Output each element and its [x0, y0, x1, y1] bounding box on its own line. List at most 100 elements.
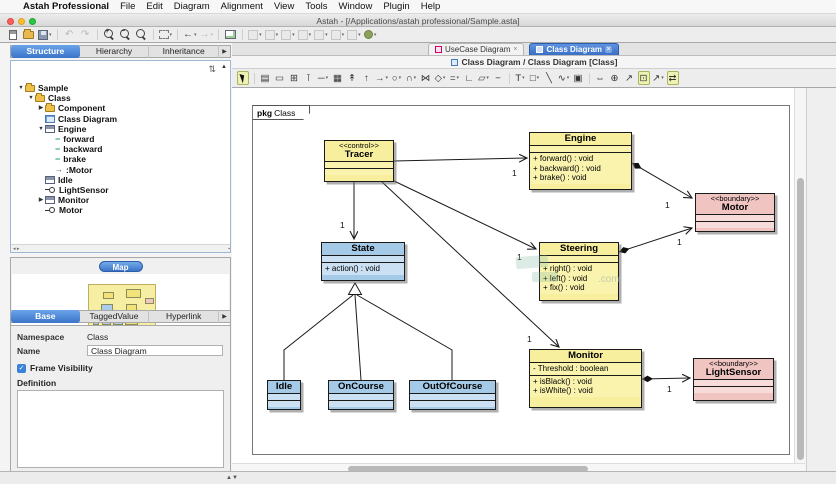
tree-item-motor[interactable]: Motor [13, 205, 222, 215]
usecase-icon[interactable]: ∩▾ [405, 72, 417, 84]
prop-tab-taggedvalue[interactable]: TaggedValue [80, 310, 150, 323]
image-icon[interactable]: ▣ [573, 72, 583, 84]
table-icon[interactable]: ▦ [333, 72, 342, 84]
name-input[interactable]: Class Diagram [87, 345, 223, 356]
selection-area-icon[interactable]: ▾ [158, 28, 172, 41]
rect-icon[interactable]: □▾ [529, 72, 540, 84]
anchor-icon[interactable]: − [495, 72, 501, 84]
tab-inheritance[interactable]: Inheritance [149, 45, 220, 58]
note-icon[interactable]: ▱▾ [478, 72, 489, 84]
package-icon[interactable]: ▭ [275, 72, 284, 84]
model-icon[interactable]: ⊞ [290, 72, 298, 84]
tab-overflow-arrow[interactable]: ▶ [222, 49, 227, 55]
jump-icon[interactable]: ↗ [625, 72, 633, 84]
class-icon[interactable]: ▤ [260, 72, 270, 84]
uml-class-monitor[interactable]: Monitor- Threshold : boolean+ isBlack() … [529, 349, 642, 408]
tab-structure[interactable]: Structure [11, 45, 80, 58]
canvas-vertical-scrollbar[interactable] [794, 88, 805, 463]
tree-item-motor[interactable]: →:Motor [55, 164, 93, 175]
angle-icon[interactable]: ∟ [464, 72, 474, 84]
redo-icon[interactable]: ↷ [80, 29, 90, 40]
menu-tools[interactable]: Tools [305, 1, 328, 12]
tree-item-component[interactable]: ▶Component [38, 103, 106, 114]
line-icon[interactable]: ╲ [546, 72, 552, 84]
menu-window[interactable]: Window [338, 1, 373, 12]
dependency-icon[interactable]: →▾ [375, 72, 389, 84]
pin-icon[interactable]: ⊺ [306, 72, 311, 84]
tab-hierarchy[interactable]: Hierarchy [80, 45, 150, 58]
uml-class-oncourse[interactable]: OnCourse [328, 380, 394, 410]
font-color-icon[interactable]: ▾ [330, 28, 344, 41]
zoom-window-button[interactable] [29, 17, 36, 25]
forward-icon[interactable]: →▾ [199, 29, 214, 40]
align-icon[interactable]: ▾ [248, 28, 262, 41]
map-button[interactable]: Map [98, 261, 143, 272]
tree-item-brake[interactable]: −brake [55, 154, 86, 165]
close-window-button[interactable] [7, 17, 14, 25]
menu-diagram[interactable]: Diagram [173, 1, 210, 12]
app-menu[interactable]: Astah Professional [23, 1, 110, 12]
close-tab-icon[interactable]: × [605, 46, 613, 53]
uml-class-engine[interactable]: Engine+ forward() : void+ backward() : v… [529, 132, 632, 190]
prop-tab-base[interactable]: Base [11, 310, 80, 323]
instance-icon[interactable]: ○▾ [391, 72, 402, 84]
prop-tab-hyperlink[interactable]: Hyperlink [149, 310, 220, 323]
sort-icon[interactable]: ⇅ [208, 64, 216, 74]
tree-item-idle[interactable]: Idle [13, 175, 222, 185]
distribute-icon[interactable]: ▾ [264, 28, 278, 41]
open-icon[interactable] [22, 28, 35, 41]
export-image-icon[interactable] [224, 28, 237, 41]
canvas-horizontal-scrollbar[interactable] [232, 463, 805, 473]
uml-class-outofcourse[interactable]: OutOfCourse [409, 380, 496, 410]
diagram-tab-class-diagram[interactable]: Class Diagram× [529, 43, 620, 55]
minimize-window-button[interactable] [18, 17, 25, 25]
tree-item-forward[interactable]: −forward [55, 134, 95, 145]
close-tab-icon[interactable]: × [513, 46, 518, 53]
pointer-icon[interactable] [237, 71, 249, 85]
menu-help[interactable]: Help [420, 1, 441, 12]
diagram-tab-usecase-diagram[interactable]: UseCase Diagram× [428, 43, 525, 55]
freehand-icon[interactable]: ∿▾ [557, 72, 570, 84]
tree-item-classdiagram[interactable]: Class Diagram [13, 114, 222, 124]
menu-view[interactable]: View [273, 1, 295, 12]
uml-class-idle[interactable]: Idle [267, 380, 301, 410]
tree-item-engine[interactable]: ▼Engine [38, 123, 87, 134]
route-icon[interactable]: ↗▾ [652, 72, 664, 84]
realization-icon[interactable]: ↑ [364, 72, 369, 84]
color-set-icon[interactable]: ▾ [363, 28, 377, 41]
zoom-in-icon[interactable]: + [103, 28, 116, 41]
qualifier-icon[interactable]: =▾ [449, 72, 460, 84]
tree-item-sample[interactable]: ▼Sample [18, 83, 69, 94]
tree-scrollbar[interactable]: ◂ ▸▪ [11, 244, 230, 252]
v-spacing-icon[interactable]: ⊕ [610, 72, 619, 84]
aggregation-icon[interactable]: ◇▾ [434, 72, 446, 84]
stereotype-icon[interactable]: ▾ [347, 28, 361, 41]
menu-plugin[interactable]: Plugin [383, 1, 410, 12]
line-color-icon[interactable]: ▾ [314, 28, 328, 41]
tree-item-class[interactable]: ▼Class [28, 93, 71, 104]
uml-class-steering[interactable]: Steering+ right() : void+ left() : void+… [539, 242, 619, 301]
fill-color-icon[interactable]: ▾ [297, 28, 311, 41]
splitter-arrows[interactable]: ▲▼ [226, 475, 238, 481]
text-icon[interactable]: T▾ [515, 72, 525, 84]
save-icon[interactable]: ▾ [38, 28, 52, 41]
uml-class-motor[interactable]: <<boundary>>Motor [695, 193, 775, 232]
uml-class-state[interactable]: State+ action() : void [321, 242, 405, 281]
zoom-out-icon[interactable]: − [119, 28, 132, 41]
association-icon[interactable]: ─▾ [317, 72, 329, 84]
tree-item-lightsensor[interactable]: LightSensor [13, 185, 222, 195]
pen-icon[interactable]: ▾ [281, 28, 295, 41]
definition-textarea[interactable] [17, 390, 224, 468]
tree-item-backward[interactable]: −backward [55, 144, 103, 155]
tree-item-monitor[interactable]: ▶Monitor [38, 195, 90, 206]
shared-edit-icon[interactable]: ⇄ [666, 71, 679, 85]
tree-scroll-up-icon[interactable]: ▲ [221, 64, 227, 70]
auto-layout-icon[interactable]: ⊡ [637, 71, 650, 85]
back-icon[interactable]: ←▾ [183, 29, 197, 40]
h-spacing-icon[interactable]: ⇔ [595, 72, 605, 84]
undo-icon[interactable]: ↶ [64, 29, 74, 40]
zoom-reset-icon[interactable] [135, 28, 148, 41]
prop-tab-overflow-arrow[interactable]: ▶ [222, 314, 227, 320]
new-file-icon[interactable] [6, 28, 19, 41]
